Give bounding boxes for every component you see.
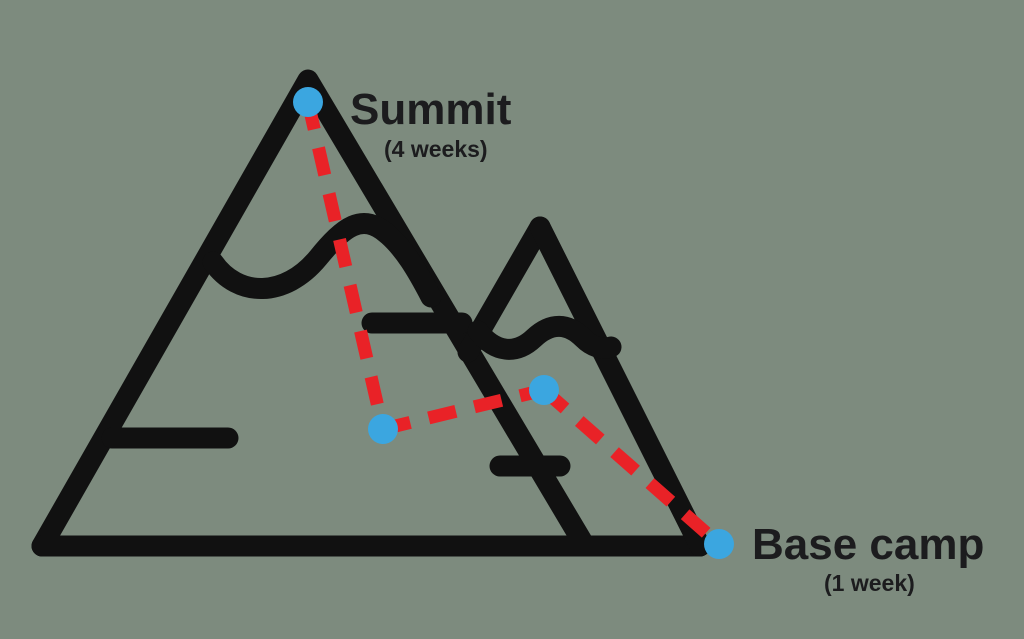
waypoint-dot-base-camp: [704, 529, 734, 559]
waypoint-dot-camp-1: [368, 414, 398, 444]
left-mountain-snowline: [202, 213, 442, 308]
waypoint-dot-camp-2: [529, 375, 559, 405]
base-camp-duration-label: (1 week): [824, 570, 915, 596]
route-segment: [381, 383, 546, 436]
summit-duration-label: (4 weeks): [384, 136, 488, 162]
labels-group: Summit (4 weeks) Base camp (1 week): [350, 85, 984, 596]
base-camp-label: Base camp: [752, 520, 984, 569]
waypoint-dot-summit: [293, 87, 323, 117]
summit-label: Summit: [350, 85, 512, 134]
left-mountain-outline: [31, 69, 596, 557]
route-waypoints: [293, 87, 734, 559]
mountains-group: [31, 69, 711, 557]
route-segment: [539, 385, 724, 549]
right-mountain-snowline: [467, 315, 622, 360]
route-segment: [301, 100, 390, 431]
right-mountain-right-slope: [529, 216, 711, 557]
route-path: [301, 100, 724, 549]
